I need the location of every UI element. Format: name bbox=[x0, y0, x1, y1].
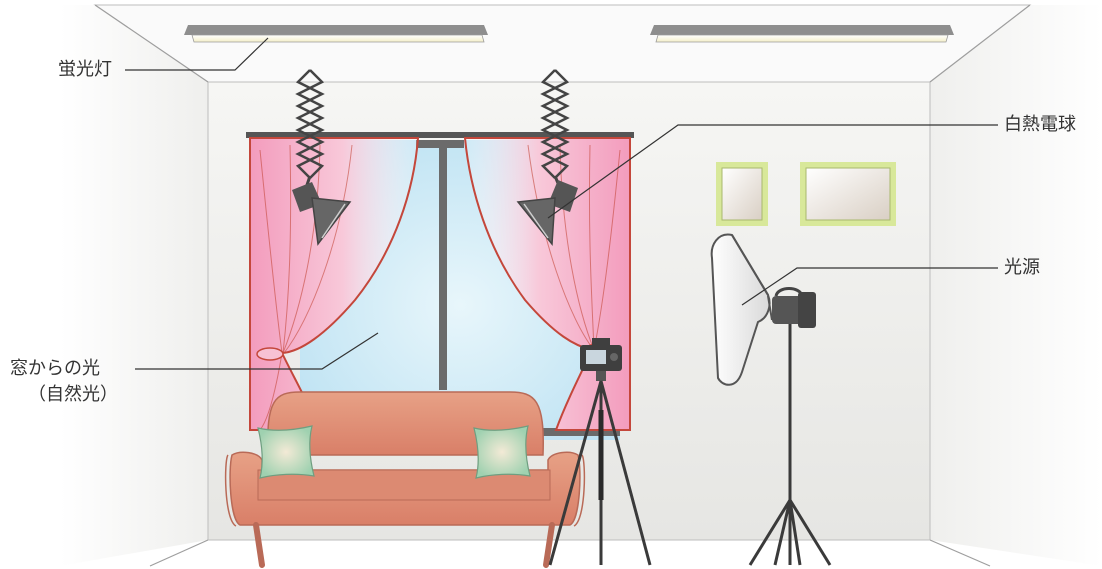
cushion-left bbox=[258, 426, 314, 478]
picture-frame-large bbox=[800, 162, 896, 226]
label-fluorescent: 蛍光灯 bbox=[58, 59, 112, 81]
picture-frame-small bbox=[716, 162, 768, 226]
label-window-light: 窓からの光 bbox=[10, 358, 100, 380]
cushion-right bbox=[474, 426, 530, 478]
fluorescent-lamp-left bbox=[184, 25, 488, 42]
label-incandescent: 白熱電球 bbox=[1004, 114, 1076, 136]
label-light-source: 光源 bbox=[1004, 257, 1040, 279]
label-natural-light: （自然光） bbox=[28, 384, 118, 406]
fluorescent-lamp-right bbox=[650, 25, 954, 42]
curtain-tieback-left bbox=[257, 348, 283, 360]
